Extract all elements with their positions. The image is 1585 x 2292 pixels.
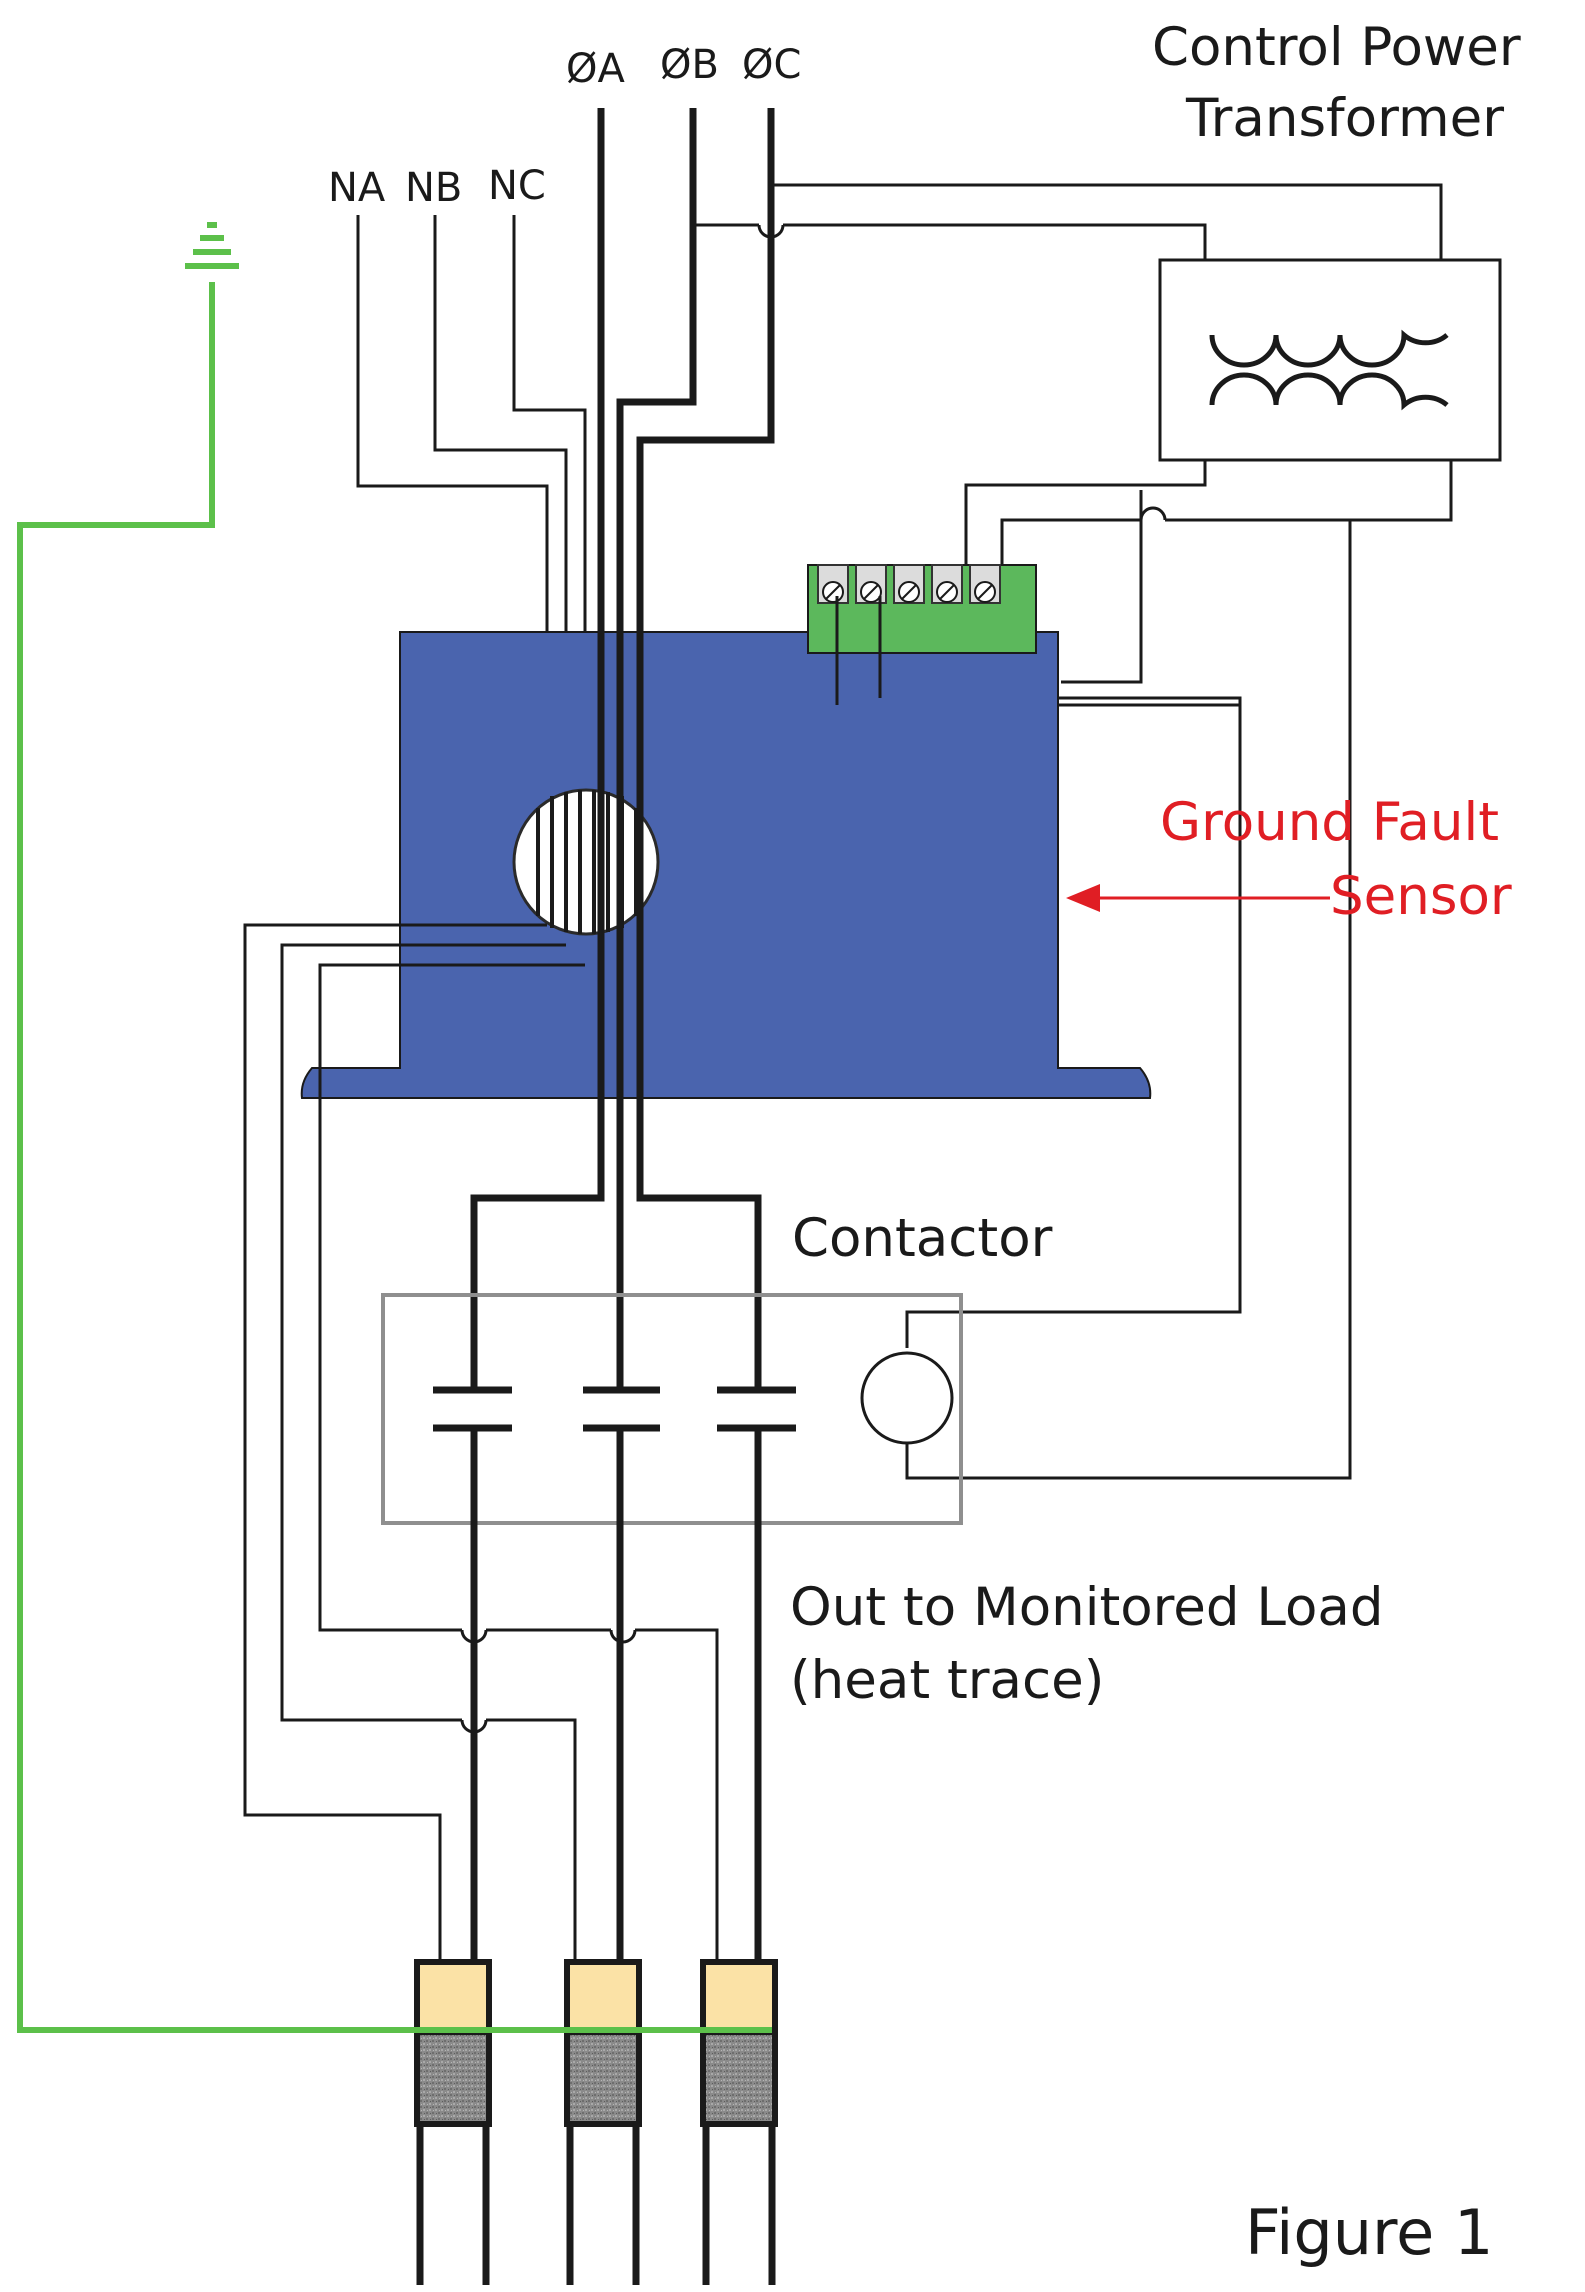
phase-conductors [597, 108, 775, 632]
ground-symbol-icon [185, 222, 239, 269]
phase-b-label: ØB [660, 42, 719, 88]
ground-fault-sensor-body [300, 631, 1152, 1099]
load-label-line1: Out to Monitored Load [790, 1577, 1384, 1638]
transformer-label-line1: Control Power [1152, 17, 1521, 78]
neutral-a-label: NA [328, 165, 386, 211]
transformer-label-line2: Transformer [1186, 88, 1505, 149]
contactor-box [381, 1293, 963, 1525]
load-conductors [470, 1428, 762, 1962]
sensor-label-line2: Sensor [1330, 866, 1512, 927]
phase-a-label: ØA [566, 46, 625, 92]
heat-trace-leads [416, 2124, 776, 2285]
sensor-pointer-arrow [1066, 884, 1330, 912]
transformer-coil-icon [1209, 329, 1449, 411]
neutral-conductors [356, 215, 587, 632]
phase-c-label: ØC [742, 42, 802, 88]
heat-trace-terminations [414, 1959, 778, 2127]
terminal-block-wiring [835, 596, 882, 705]
neutral-return-wires [243, 923, 719, 1962]
load-label-line2: (heat trace) [790, 1650, 1105, 1711]
ground-wire [17, 282, 772, 2033]
contactor-contacts [433, 1386, 796, 1432]
neutral-b-label: NB [405, 165, 463, 211]
sensor-window [512, 788, 660, 936]
contactor-label: Contactor [792, 1208, 1053, 1269]
terminal-block [807, 564, 1037, 654]
sensor-label-line1: Ground Fault [1160, 792, 1499, 853]
contactor-coil-icon [860, 1351, 954, 1445]
neutral-c-label: NC [488, 163, 546, 209]
figure-caption: Figure 1 [1245, 2196, 1494, 2269]
